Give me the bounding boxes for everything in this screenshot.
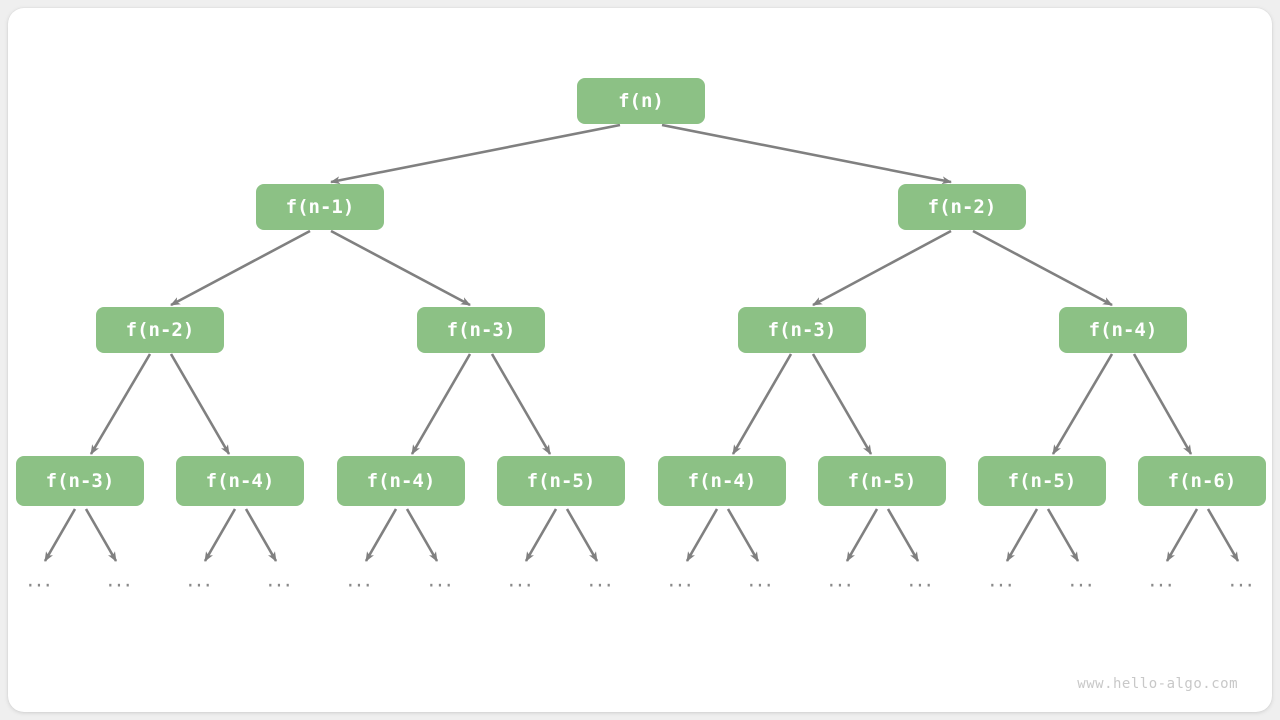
tree-edge	[89, 353, 152, 455]
tree-edge	[330, 229, 471, 307]
tree-node-n10[interactable]: f(n-5)	[497, 456, 625, 506]
leaf-edge	[203, 508, 237, 562]
tree-node-n7[interactable]: f(n-3)	[16, 456, 144, 506]
ellipsis-7: ···	[587, 573, 615, 598]
ellipsis-5: ···	[427, 573, 455, 598]
tree-node-n11[interactable]: f(n-4)	[658, 456, 786, 506]
tree-node-n1[interactable]: f(n-1)	[256, 184, 384, 230]
ellipsis-8: ···	[667, 573, 695, 598]
tree-node-n2[interactable]: f(n-2)	[898, 184, 1026, 230]
tree-node-n14[interactable]: f(n-6)	[1138, 456, 1266, 506]
ellipsis-12: ···	[988, 573, 1016, 598]
leaf-edge	[845, 508, 879, 562]
leaf-edge	[685, 508, 719, 562]
leaf-edge	[1046, 508, 1080, 562]
leaf-edge	[726, 508, 760, 562]
leaf-edge	[244, 508, 278, 562]
leaf-edge	[364, 508, 398, 562]
ellipsis-10: ···	[827, 573, 855, 598]
leaf-edge	[405, 508, 439, 562]
tree-node-n5[interactable]: f(n-3)	[738, 307, 866, 353]
tree-edge	[811, 353, 873, 455]
tree-edge	[1132, 353, 1193, 455]
tree-edge	[169, 353, 231, 455]
ellipsis-14: ···	[1148, 573, 1176, 598]
tree-edge	[661, 123, 952, 185]
tree-node-n13[interactable]: f(n-5)	[978, 456, 1106, 506]
tree-edge	[170, 229, 311, 307]
leaf-edge	[1206, 508, 1240, 562]
leaf-edge-group	[43, 508, 1240, 562]
leaf-edge	[886, 508, 920, 562]
leaf-edge	[1005, 508, 1039, 562]
ellipsis-3: ···	[266, 573, 294, 598]
ellipsis-11: ···	[907, 573, 935, 598]
ellipsis-4: ···	[346, 573, 374, 598]
ellipsis-2: ···	[186, 573, 214, 598]
tree-node-n8[interactable]: f(n-4)	[176, 456, 304, 506]
edge-group	[89, 123, 1193, 455]
tree-node-n0[interactable]: f(n)	[577, 78, 705, 124]
tree-node-n9[interactable]: f(n-4)	[337, 456, 465, 506]
tree-node-n3[interactable]: f(n-2)	[96, 307, 224, 353]
ellipsis-13: ···	[1068, 573, 1096, 598]
ellipsis-9: ···	[747, 573, 775, 598]
watermark: www.hello-algo.com	[1077, 676, 1238, 692]
leaf-edge	[43, 508, 77, 562]
ellipsis-15: ···	[1228, 573, 1256, 598]
ellipsis-0: ···	[26, 573, 54, 598]
tree-node-n4[interactable]: f(n-3)	[417, 307, 545, 353]
leaf-edge	[565, 508, 599, 562]
ellipsis-1: ···	[106, 573, 134, 598]
tree-edge	[972, 229, 1113, 307]
leaf-edge	[84, 508, 118, 562]
tree-edge	[410, 353, 472, 455]
tree-edge	[1051, 353, 1114, 455]
diagram-canvas	[8, 8, 1272, 712]
tree-edge	[490, 353, 552, 455]
leaf-edge	[524, 508, 558, 562]
tree-node-n12[interactable]: f(n-5)	[818, 456, 946, 506]
tree-edge	[731, 353, 793, 455]
leaf-edge	[1165, 508, 1199, 562]
tree-edge	[330, 123, 621, 185]
ellipsis-6: ···	[507, 573, 535, 598]
tree-edge	[812, 229, 952, 307]
tree-node-n6[interactable]: f(n-4)	[1059, 307, 1187, 353]
